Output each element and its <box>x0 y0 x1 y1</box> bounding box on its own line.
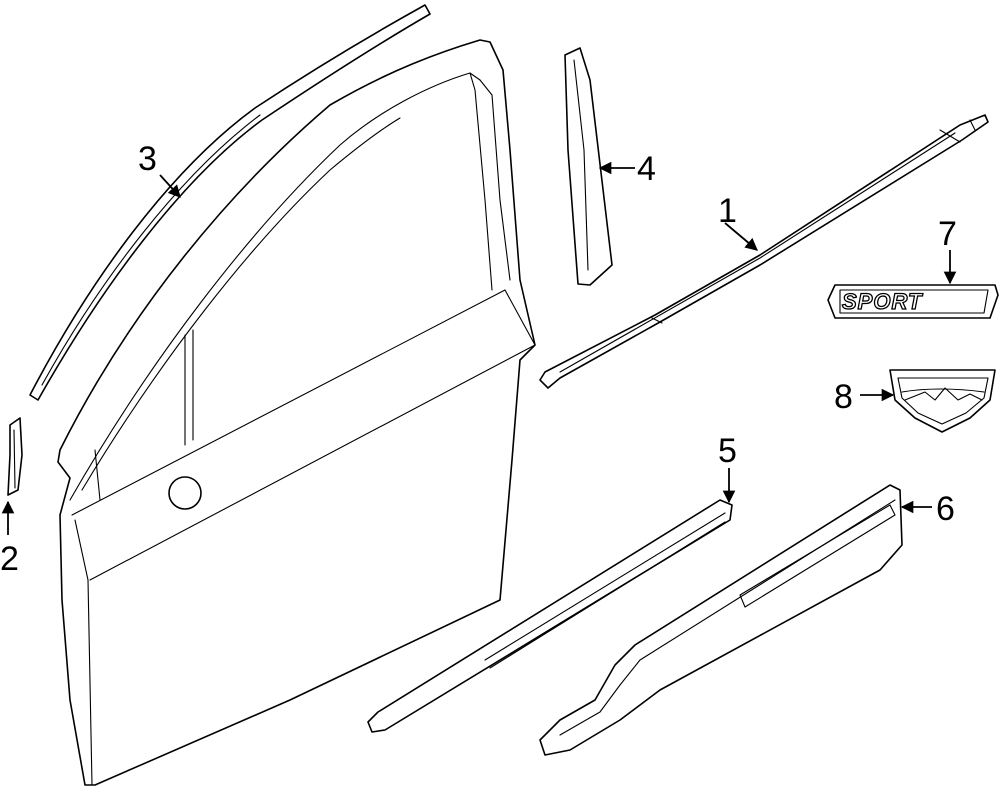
callout-8: 8 <box>834 378 853 416</box>
callout-1: 1 <box>718 192 737 230</box>
badge-label: SPORT <box>842 289 923 314</box>
part-6-lower-moulding <box>539 484 903 756</box>
part-7-sport-badge: SPORT <box>827 284 999 319</box>
front-door-panel <box>57 39 536 786</box>
callout-2: 2 <box>0 540 19 578</box>
part-3-moulding <box>29 4 431 401</box>
part-8-emblem <box>889 369 996 433</box>
callout-6: 6 <box>936 490 955 528</box>
callout-7: 7 <box>938 215 957 253</box>
callout-3: 3 <box>138 140 157 178</box>
callout-5: 5 <box>718 432 737 470</box>
part-5-side-moulding <box>367 499 733 733</box>
part-2-trim <box>7 417 23 496</box>
callout-4: 4 <box>637 150 656 188</box>
part-1-belt-weatherstrip <box>539 114 989 389</box>
part-4-pillar-applique <box>564 47 613 286</box>
callout-numbers: 1 2 3 4 5 6 7 8 <box>0 140 957 578</box>
leader-lines <box>1 161 957 535</box>
